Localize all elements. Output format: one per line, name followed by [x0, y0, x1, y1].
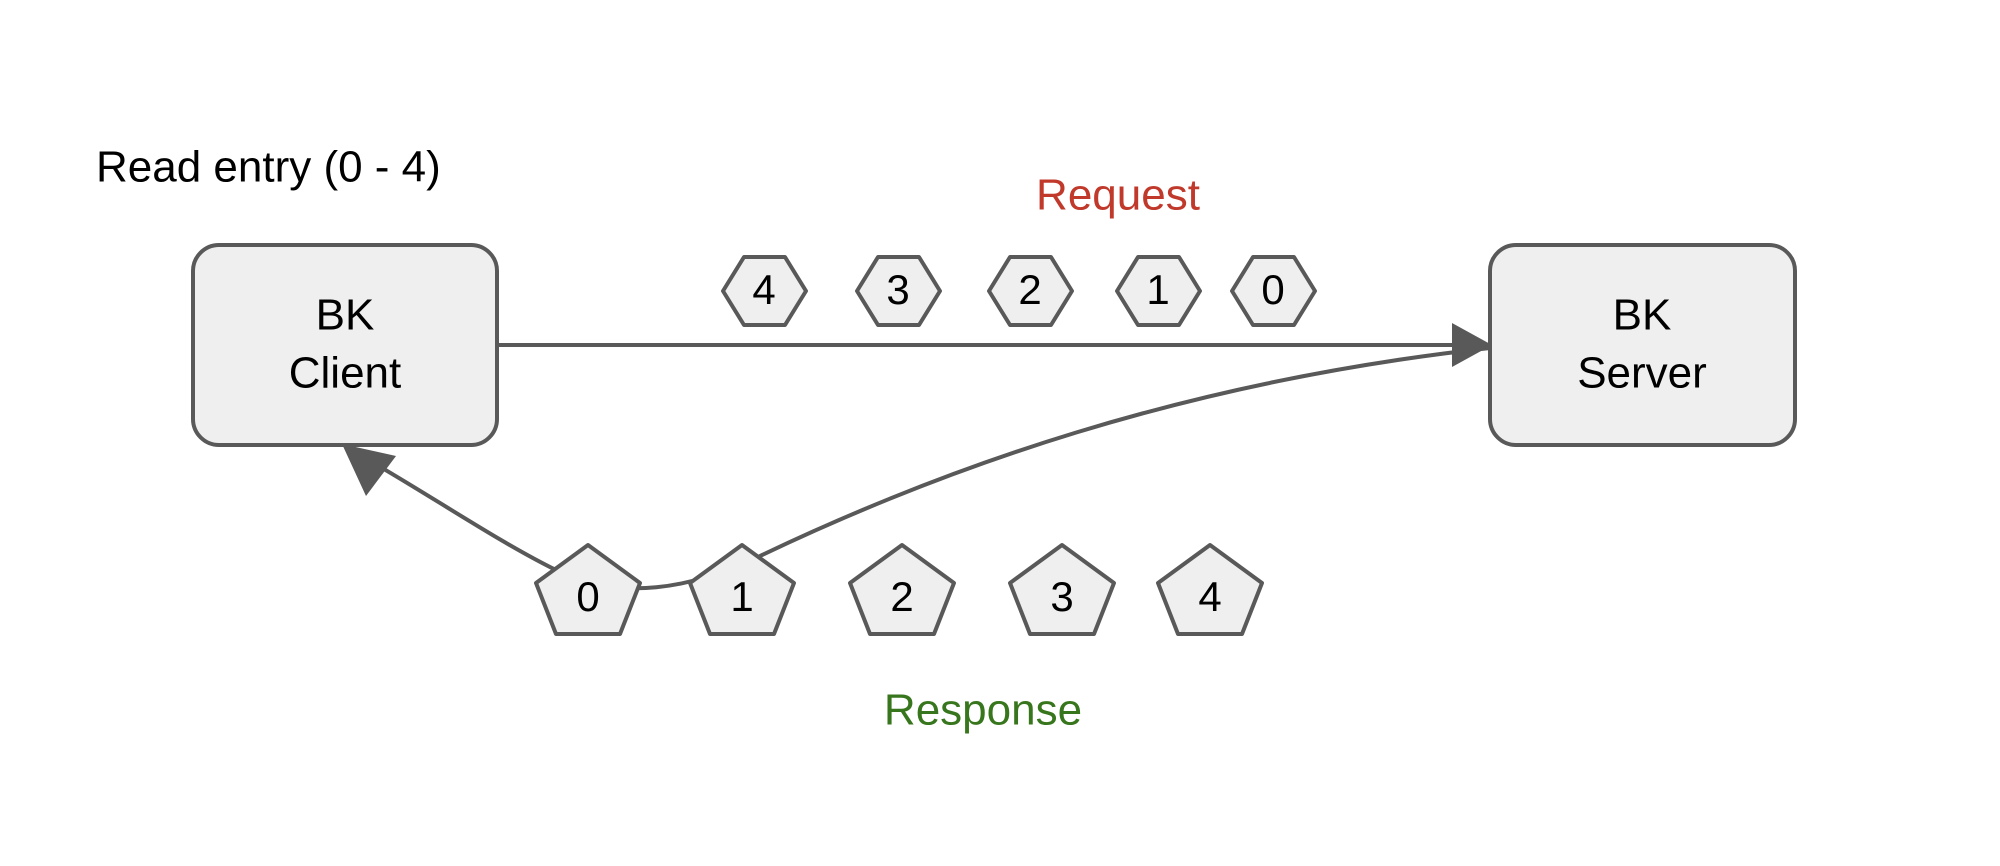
- response-token-label: 1: [730, 573, 753, 620]
- pentagon-icon[interactable]: [848, 543, 956, 636]
- hexagon-icon[interactable]: [1115, 255, 1202, 327]
- bk-server-label-line2: Server: [1577, 349, 1707, 398]
- request-token[interactable]: 1: [1115, 255, 1202, 327]
- pentagon-icon[interactable]: [1156, 543, 1264, 636]
- response-token[interactable]: 2: [848, 543, 956, 636]
- response-token-label: 3: [1050, 573, 1073, 620]
- hexagon-icon[interactable]: [721, 255, 808, 327]
- bk-client-box[interactable]: [191, 243, 499, 447]
- request-token-label: 4: [752, 266, 775, 313]
- response-label: Response: [884, 686, 1082, 735]
- response-token[interactable]: 3: [1008, 543, 1116, 636]
- bk-client-label-line2: Client: [289, 349, 402, 398]
- response-arrow-head-icon: [342, 444, 396, 496]
- response-token-label: 0: [576, 573, 599, 620]
- hexagon-icon[interactable]: [987, 255, 1074, 327]
- request-token[interactable]: 2: [987, 255, 1074, 327]
- page-title: Read entry (0 - 4): [96, 143, 441, 192]
- request-token-label: 3: [886, 266, 909, 313]
- response-token-label: 2: [890, 573, 913, 620]
- request-token-label: 0: [1261, 266, 1284, 313]
- request-arrow: [497, 323, 1492, 367]
- request-token-label: 2: [1018, 266, 1041, 313]
- request-token[interactable]: 3: [855, 255, 942, 327]
- hexagon-icon[interactable]: [855, 255, 942, 327]
- bk-client-label-line1: BK: [316, 291, 375, 340]
- request-token-group: 4 3 2 1 0: [721, 255, 1317, 327]
- node-bk-server[interactable]: BK Server: [1488, 243, 1797, 447]
- bk-server-box[interactable]: [1488, 243, 1797, 447]
- response-arrow: [342, 346, 1491, 591]
- bk-server-label-line1: BK: [1613, 291, 1672, 340]
- pentagon-icon[interactable]: [688, 543, 796, 636]
- request-label: Request: [1036, 171, 1200, 220]
- response-token-label: 4: [1198, 573, 1221, 620]
- request-token-label: 1: [1146, 266, 1169, 313]
- request-token[interactable]: 4: [721, 255, 808, 327]
- response-token[interactable]: 4: [1156, 543, 1264, 636]
- request-arrow-head-icon: [1452, 323, 1492, 367]
- node-bk-client[interactable]: BK Client: [191, 243, 499, 447]
- response-token[interactable]: 1: [688, 543, 796, 636]
- response-token-group: 0 1 2 3 4: [534, 543, 1264, 636]
- response-token[interactable]: 0: [534, 543, 642, 636]
- response-arrow-path: [364, 346, 1491, 591]
- pentagon-icon[interactable]: [534, 543, 642, 636]
- hexagon-icon[interactable]: [1230, 255, 1317, 327]
- request-token[interactable]: 0: [1230, 255, 1317, 327]
- pentagon-icon[interactable]: [1008, 543, 1116, 636]
